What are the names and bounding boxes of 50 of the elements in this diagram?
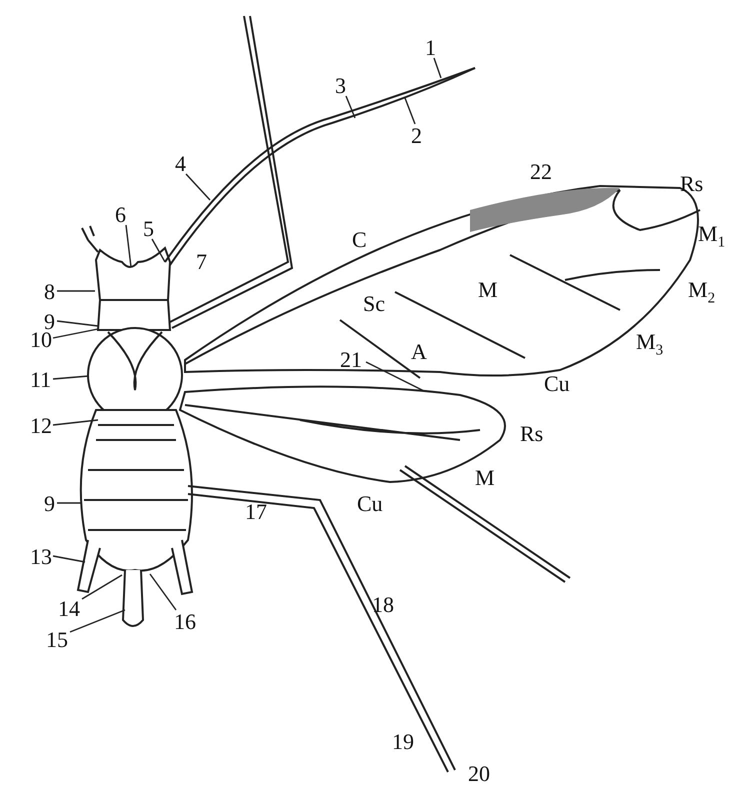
callout-number: 16 — [174, 610, 196, 634]
callout-number: 14 — [58, 597, 80, 621]
leader-line — [52, 419, 98, 426]
leader-line — [56, 320, 98, 327]
callout-number: 9 — [44, 492, 55, 516]
callout-number: 7 — [196, 250, 207, 274]
leader-line — [366, 361, 424, 392]
vein-label: Cu — [357, 492, 383, 516]
callout-number: 2 — [411, 124, 422, 148]
callout-number: 1 — [425, 36, 436, 60]
callout-number: 5 — [143, 217, 154, 241]
vein-label: M$_{1}$ — [698, 222, 726, 252]
leader-line — [52, 328, 98, 339]
leader-line — [404, 98, 416, 124]
leader-line — [52, 555, 86, 563]
callout-number: 4 — [175, 152, 186, 176]
callout-number: 3 — [335, 74, 346, 98]
vein-label: C — [352, 228, 367, 252]
leader-line — [185, 174, 211, 200]
callout-number: 19 — [392, 730, 414, 754]
leader-line — [57, 502, 82, 504]
vein-label: M$_{2}$ — [688, 278, 716, 308]
callout-number: 18 — [372, 593, 394, 617]
callout-number: 20 — [468, 762, 490, 786]
leader-line — [70, 609, 126, 633]
vein-label: A — [411, 340, 427, 364]
leader-line — [149, 574, 177, 610]
vein-label: M — [478, 278, 498, 302]
leader-line — [57, 290, 95, 292]
callout-number: 17 — [245, 500, 267, 524]
callout-number: 11 — [30, 368, 52, 392]
leader-line — [82, 574, 122, 600]
callout-number: 8 — [44, 280, 55, 304]
callout-number: 21 — [340, 348, 362, 372]
leader-line — [433, 58, 442, 78]
leader-line — [125, 224, 132, 268]
vein-label: M — [475, 466, 495, 490]
callout-number: 22 — [530, 160, 552, 184]
vein-label: Rs — [680, 172, 704, 196]
vein-label: Sc — [363, 292, 385, 316]
callout-number: 12 — [30, 414, 52, 438]
vein-label: Cu — [544, 372, 570, 396]
vein-label: Rs — [520, 422, 544, 446]
leader-line — [52, 375, 90, 380]
leader-line — [345, 96, 356, 118]
vein-label: M$_{3}$ — [636, 330, 664, 360]
leader-line — [151, 238, 166, 262]
callout-number: 13 — [30, 545, 52, 569]
callout-number: 15 — [46, 628, 68, 652]
callout-number: 6 — [115, 203, 126, 227]
